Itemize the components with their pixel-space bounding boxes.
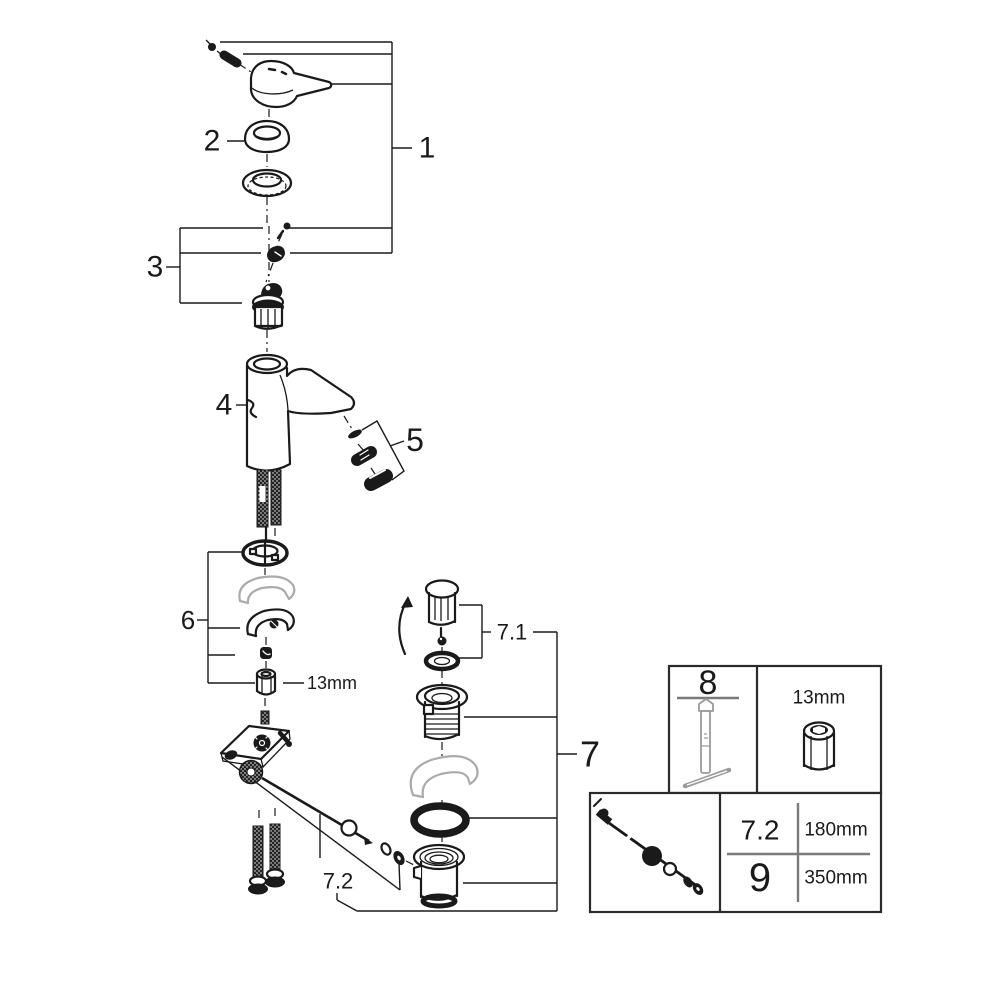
drain-tailpiece	[412, 843, 466, 909]
callout-label-7: 7	[580, 734, 600, 775]
rod-table-part-7-2: 7.2	[741, 815, 780, 846]
rod-length-panel	[588, 791, 883, 914]
drain-o-ring	[410, 802, 470, 838]
socket-13mm-icon	[802, 721, 836, 771]
mounting-washer-gray	[238, 575, 296, 605]
callout-label-6: 6	[181, 605, 195, 635]
drain-washer-gray	[409, 755, 479, 799]
faucet-body	[245, 353, 356, 472]
callout-bracket-3	[166, 228, 242, 304]
handle-dome-cap	[243, 119, 291, 154]
callout-label-2: 2	[204, 125, 221, 158]
cartridge-screw	[276, 222, 291, 240]
cartridge	[251, 283, 285, 330]
hex-nut-13mm	[255, 668, 277, 696]
cartridge-nut	[267, 245, 285, 263]
callout-bracket-1	[180, 41, 412, 254]
socket-size-label: 13mm	[793, 688, 846, 709]
callout-bracket-5	[361, 420, 405, 481]
callout-bracket-6	[197, 551, 255, 684]
panel-labels: 8 13mm 7.2 180mm 9 350mm	[699, 664, 868, 900]
hex-nut-size-label: 13mm	[307, 673, 357, 693]
handle-screw	[205, 39, 216, 51]
callout-label-7-1: 7.1	[497, 620, 528, 645]
callout-bracket-7	[336, 632, 577, 912]
callout-label-5: 5	[406, 422, 424, 458]
lever-handle	[249, 59, 333, 109]
pop-up-rod	[261, 776, 405, 866]
mounting-nut-small	[260, 647, 272, 659]
callout-label-3: 3	[147, 251, 164, 284]
rod-assembly-icon	[593, 798, 704, 895]
aerator-mousseur	[351, 446, 377, 466]
mounting-horseshoe-clamp	[246, 608, 295, 638]
mounting-flange	[241, 539, 289, 567]
callout-labels: 1 2 3 4 5 6 7 7.1 7.2 13mm	[147, 125, 600, 894]
aerator-housing	[364, 469, 393, 491]
rod-table-part-9: 9	[749, 856, 771, 900]
rod-table-length-350mm: 350mm	[804, 868, 867, 889]
pop-up-knob	[398, 579, 460, 656]
tool-panel	[667, 664, 883, 795]
supply-hoses	[248, 823, 285, 895]
clamp-plate-assembly	[219, 710, 292, 785]
pop-up-seal-ring	[423, 650, 461, 672]
threaded-ring	[241, 168, 293, 198]
callout-label-4: 4	[216, 389, 233, 422]
tool-panel-number: 8	[699, 664, 718, 702]
callout-label-7-2: 7.2	[323, 869, 354, 894]
handle-set-screw	[219, 50, 242, 68]
aerator-seal	[348, 429, 362, 439]
socket-wrench-tool-icon	[682, 698, 732, 789]
drain-flange-body	[415, 683, 469, 741]
faucet-shanks	[256, 469, 282, 547]
assembly-axis-lines	[216, 50, 443, 868]
callout-bracket-7-1	[459, 604, 557, 659]
rod-table-length-180mm: 180mm	[804, 820, 867, 841]
callout-label-1: 1	[419, 132, 436, 165]
